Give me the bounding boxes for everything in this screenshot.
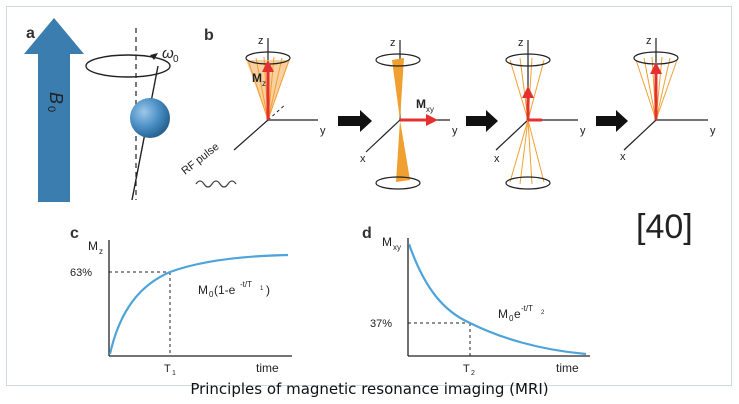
d-formula-b: 0 bbox=[509, 314, 514, 323]
panel-d-label: d bbox=[362, 225, 372, 242]
d-ylabel: M bbox=[382, 235, 392, 249]
mxy-subscript: xy bbox=[426, 105, 434, 114]
omega-label: ω bbox=[162, 45, 174, 62]
figure-caption: Principles of magnetic resonance imaging… bbox=[190, 380, 549, 398]
frame1-axis-z: z bbox=[258, 35, 264, 47]
c-ylabel-sub: z bbox=[99, 247, 103, 256]
c-formula-b: 0 bbox=[209, 290, 214, 299]
b0-label: B bbox=[46, 92, 66, 104]
mxy-label: M bbox=[416, 97, 426, 111]
rotation-frame-2 bbox=[365, 40, 450, 190]
rf-pulse-label: RF pulse bbox=[179, 141, 221, 178]
rotation-frame-4 bbox=[623, 38, 708, 151]
frame2-axis-x: x bbox=[360, 153, 366, 165]
d-xlabel: time bbox=[556, 361, 579, 375]
panel-c-label: c bbox=[70, 225, 79, 242]
frame4-axis-z: z bbox=[646, 35, 652, 47]
c-formula-f: ) bbox=[266, 283, 270, 297]
step-arrow-3 bbox=[596, 110, 628, 132]
c-recovery-curve bbox=[108, 253, 289, 355]
figure-frame bbox=[6, 6, 732, 386]
d-tick-t2: T bbox=[463, 363, 470, 375]
reference-number: [40] bbox=[636, 208, 693, 246]
mz-label: M bbox=[252, 71, 262, 85]
c-tick-63: 63% bbox=[70, 267, 92, 279]
d-decay-curve bbox=[407, 243, 587, 356]
panel-b-label: b bbox=[204, 27, 214, 44]
c-formula-d: -t/T bbox=[240, 280, 252, 289]
frame1-axis-y: y bbox=[320, 125, 326, 137]
c-tick-t1: T bbox=[164, 363, 171, 375]
frame2-axis-z: z bbox=[390, 37, 396, 49]
frame3-axis-z: z bbox=[518, 37, 524, 49]
d-ylabel-sub: xy bbox=[393, 243, 401, 252]
rf-wave bbox=[195, 180, 237, 188]
precession-orbit bbox=[85, 54, 171, 78]
frame4-axis-y: y bbox=[710, 125, 716, 137]
frame4-axis-x: x bbox=[620, 151, 626, 163]
d-formula-e: 2 bbox=[541, 310, 545, 316]
d-formula-a: M bbox=[498, 307, 508, 321]
frame3-axis-y: y bbox=[580, 125, 586, 137]
rotation-frame-1 bbox=[233, 38, 318, 151]
b0-subscript: 0 bbox=[45, 106, 57, 112]
d-tick-37: 37% bbox=[370, 318, 392, 330]
mz-subscript: z bbox=[262, 79, 266, 88]
d-formula-c: e bbox=[514, 307, 521, 321]
d-formula-d: -t/T bbox=[521, 304, 533, 313]
step-arrow-2 bbox=[466, 110, 498, 132]
d-tick-t2-sub: 2 bbox=[471, 370, 475, 377]
panel-a-label: a bbox=[26, 25, 35, 42]
omega-subscript: 0 bbox=[173, 54, 179, 65]
rotation-frame-3 bbox=[495, 40, 578, 190]
c-ylabel: M bbox=[88, 239, 98, 253]
nucleus-sphere bbox=[130, 98, 170, 138]
step-arrow-1 bbox=[338, 110, 372, 132]
c-xlabel: time bbox=[256, 361, 279, 375]
frame3-axis-x: x bbox=[494, 153, 500, 165]
c-formula-a: M bbox=[198, 283, 208, 297]
c-tick-t1-sub: 1 bbox=[172, 370, 176, 377]
c-formula-c: (1-e bbox=[214, 283, 236, 297]
c-formula-e: 1 bbox=[260, 286, 264, 292]
frame2-axis-y: y bbox=[452, 125, 458, 137]
orbit-arrowhead bbox=[150, 53, 158, 60]
b0-arrow bbox=[24, 18, 84, 202]
